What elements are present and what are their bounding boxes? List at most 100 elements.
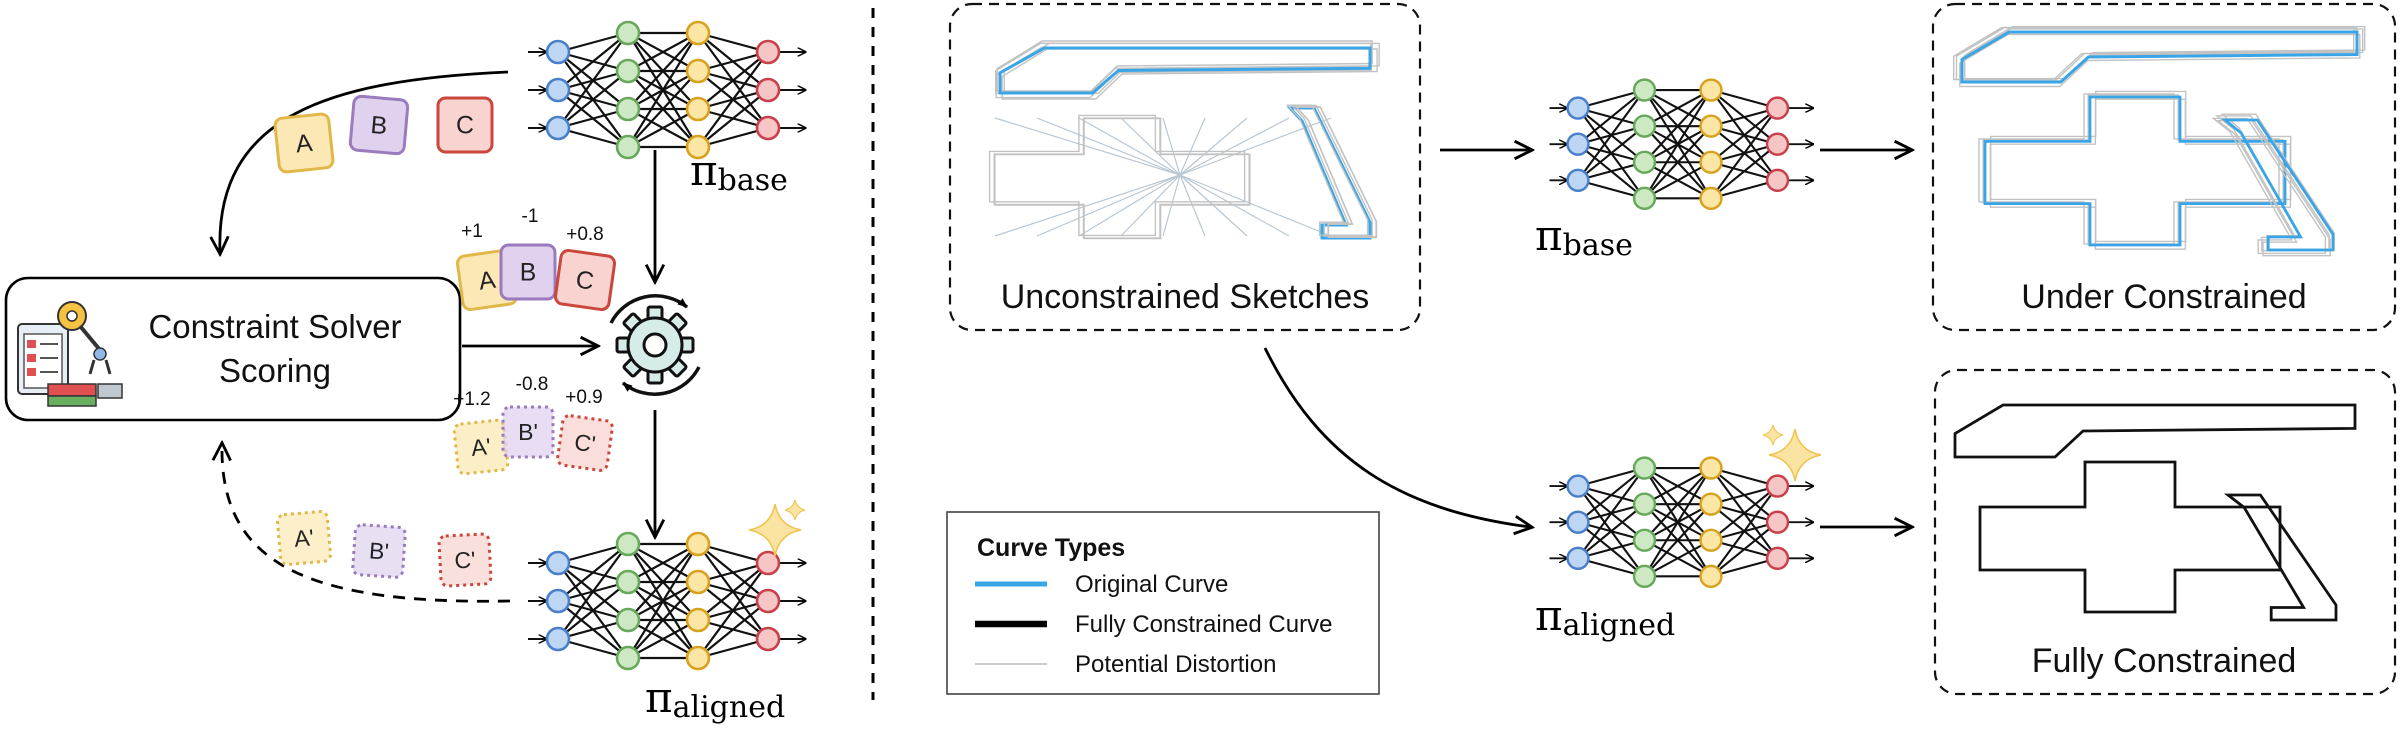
- candidate-tile-label: C': [454, 546, 476, 573]
- candidate-tile-b: B: [348, 94, 410, 156]
- candidate-tile-b: B': [351, 523, 407, 579]
- network-node: [1699, 150, 1723, 174]
- arrow-sketch-to-aligned: [1263, 347, 1530, 527]
- panel-fully-constrained: [1933, 368, 2397, 696]
- network-node: [1699, 528, 1723, 552]
- network-node: [1632, 528, 1657, 552]
- pi-aligned-right-label: πaligned: [1535, 591, 1675, 643]
- network-node: [1566, 168, 1590, 192]
- network-node: [615, 645, 641, 671]
- network-node: [685, 531, 711, 557]
- gear-update-icon: [609, 294, 701, 396]
- network-node: [615, 20, 641, 46]
- candidate-tile-a: A': [452, 418, 510, 476]
- network-node: [1632, 186, 1657, 211]
- legend-item-label: Potential Distortion: [1075, 651, 1276, 678]
- pi-aligned-bottom-label: πaligned: [645, 673, 785, 725]
- candidate-tile-label: C': [573, 429, 597, 458]
- network-node: [1632, 564, 1657, 589]
- candidate-tile-c: C: [553, 248, 617, 312]
- network-node: [755, 115, 781, 141]
- score-label: -0.8: [516, 374, 549, 395]
- legend-title: Curve Types: [977, 534, 1125, 562]
- network-node: [1566, 474, 1590, 498]
- scored-candidates-bottom: A'+1.2B'-0.8C'+0.9: [452, 374, 614, 476]
- solver-label-line2: Scoring: [219, 352, 331, 389]
- network-node: [1765, 168, 1790, 192]
- score-label: +1: [461, 221, 483, 242]
- sparkle-icon: [1762, 424, 1822, 482]
- sketch-unconstrained: [988, 40, 1380, 240]
- network-policy-aligned-bottom: [528, 531, 805, 671]
- arrow-base-to-solver: [220, 70, 509, 252]
- network-policy-aligned-right: [1549, 456, 1813, 589]
- score-label: +0.8: [566, 224, 604, 245]
- solver-label-line1: Constraint Solver: [148, 308, 401, 345]
- panel-under-constrained-label: Under Constrained: [2021, 278, 2306, 316]
- network-node: [1699, 114, 1723, 138]
- pi-base-right-label: πbase: [1535, 211, 1633, 263]
- network-node: [1566, 546, 1590, 570]
- candidate-tile-label: A': [293, 524, 315, 552]
- network-node: [685, 96, 711, 122]
- network-node: [755, 39, 781, 65]
- network-node: [545, 626, 571, 652]
- network-node: [685, 134, 711, 160]
- candidate-tile-label: B': [368, 537, 390, 564]
- score-label: +0.9: [565, 387, 603, 408]
- network-node: [545, 115, 571, 141]
- panel-unconstrained: [948, 2, 1422, 332]
- network-node: [615, 569, 641, 595]
- score-label: -1: [522, 206, 539, 227]
- candidate-tile-b: B': [501, 405, 555, 459]
- candidate-tile-c: C: [436, 96, 494, 154]
- panel-under-constrained: [1931, 2, 2397, 332]
- network-node: [615, 134, 641, 160]
- network-node: [1632, 150, 1657, 174]
- network-node: [685, 20, 711, 46]
- candidate-tile-label: A': [470, 433, 492, 461]
- candidate-tile-label: B': [518, 419, 538, 445]
- network-node: [615, 96, 641, 122]
- network-node: [545, 39, 571, 65]
- network-policy-base-right: [1549, 78, 1813, 211]
- candidate-tile-label: B: [369, 112, 388, 140]
- network-node: [685, 645, 711, 671]
- candidate-tile-a: A': [275, 509, 333, 567]
- candidate-tile-c: C': [556, 414, 614, 472]
- network-node: [615, 58, 641, 84]
- network-node: [1765, 132, 1790, 156]
- network-node: [685, 58, 711, 84]
- network-node: [685, 607, 711, 633]
- network-node: [1632, 78, 1657, 102]
- network-node: [615, 531, 641, 557]
- network-node: [1566, 132, 1590, 156]
- panel-fully-constrained-label: Fully Constrained: [2032, 642, 2297, 680]
- pi-base-top-label: πbase: [690, 146, 788, 198]
- legend-item-label: Fully Constrained Curve: [1075, 611, 1332, 638]
- network-node: [1765, 474, 1790, 498]
- candidate-tile-label: C: [456, 113, 474, 140]
- network-node: [1765, 96, 1790, 120]
- network-node: [1566, 96, 1590, 120]
- candidates-bottom: A' B' C': [275, 509, 493, 588]
- network-node: [1699, 456, 1723, 480]
- candidate-tile-c: C': [437, 532, 493, 588]
- network-node: [755, 588, 781, 614]
- network-node: [615, 607, 641, 633]
- sketch-under-constrained: [1953, 25, 2366, 257]
- network-node: [685, 569, 711, 595]
- network-node: [1566, 510, 1590, 534]
- network-node: [755, 550, 781, 576]
- network-node: [1632, 114, 1657, 138]
- network-node: [1765, 510, 1790, 534]
- solver-icon: [17, 301, 123, 407]
- candidate-tile-label: C: [574, 267, 596, 296]
- panel-unconstrained-label: Unconstrained Sketches: [1001, 278, 1370, 316]
- legend-item-label: Original Curve: [1075, 571, 1228, 598]
- network-node: [1699, 78, 1723, 102]
